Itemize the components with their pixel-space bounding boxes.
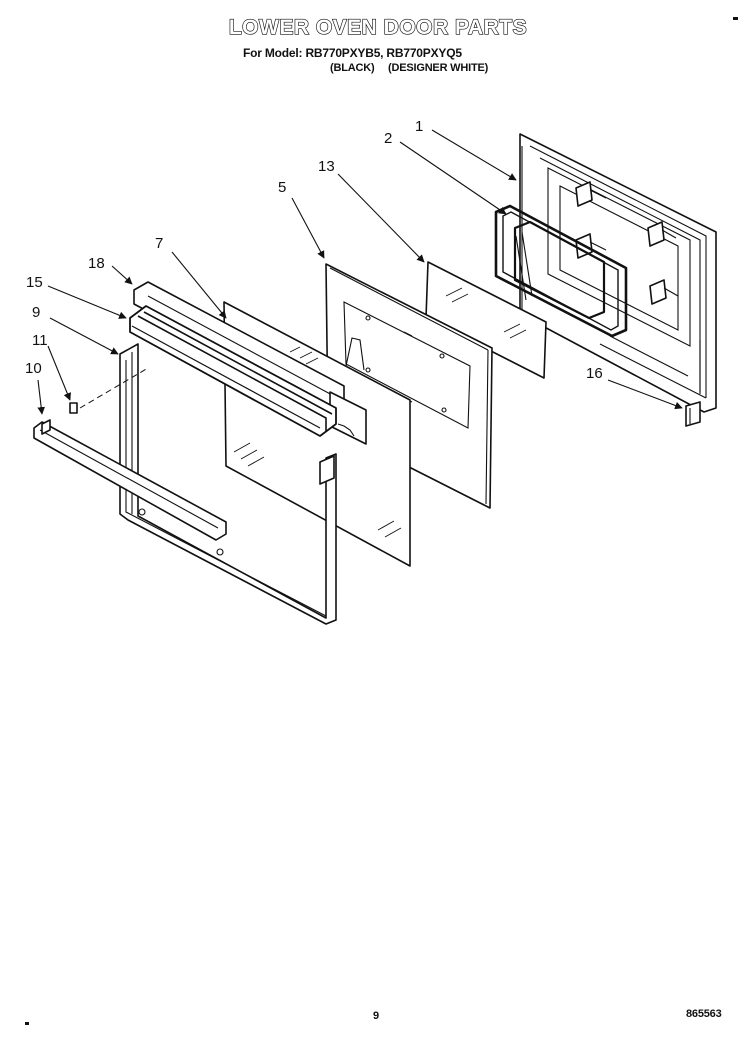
- callout-7: 7: [155, 235, 163, 252]
- part-16-spacer: [685, 401, 701, 427]
- color-note-designer-white: (DESIGNER WHITE): [388, 62, 489, 74]
- part-18-top-trim-strip: [133, 281, 367, 445]
- part-13-inner-glass: [425, 261, 547, 379]
- part-9-outer-door-frame: [119, 343, 337, 625]
- part-11-clip: [69, 367, 149, 414]
- part-10-bottom-trim-rail: [33, 419, 227, 541]
- color-note-black: (BLACK): [330, 62, 375, 74]
- document-number: 865563: [686, 1008, 722, 1020]
- model-line: For Model: RB770PXYB5, RB770PXYQ5: [243, 46, 462, 60]
- part-15-door-handle: [129, 305, 337, 437]
- registration-mark-bottom-left: [25, 1022, 29, 1025]
- callout-5: 5: [278, 179, 286, 196]
- callout-11: 11: [32, 332, 48, 349]
- callout-1: 1: [415, 118, 423, 135]
- callout-18: 18: [88, 255, 105, 272]
- callout-9: 9: [32, 304, 40, 321]
- callout-13: 13: [318, 158, 335, 175]
- page-number: 9: [373, 1010, 380, 1022]
- callout-16: 16: [586, 365, 603, 382]
- leader-lines: [37, 129, 683, 415]
- registration-mark-top-right: [733, 17, 738, 20]
- callout-numbers: 1 2 13 5 7 18 15 9 11 10 16: [25, 118, 603, 382]
- callout-10: 10: [25, 360, 42, 377]
- part-2-wire-retainer-frame: [494, 204, 628, 338]
- callout-15: 15: [26, 274, 43, 291]
- page-title: LOWER OVEN DOOR PARTS: [228, 15, 528, 39]
- callout-2: 2: [384, 130, 392, 147]
